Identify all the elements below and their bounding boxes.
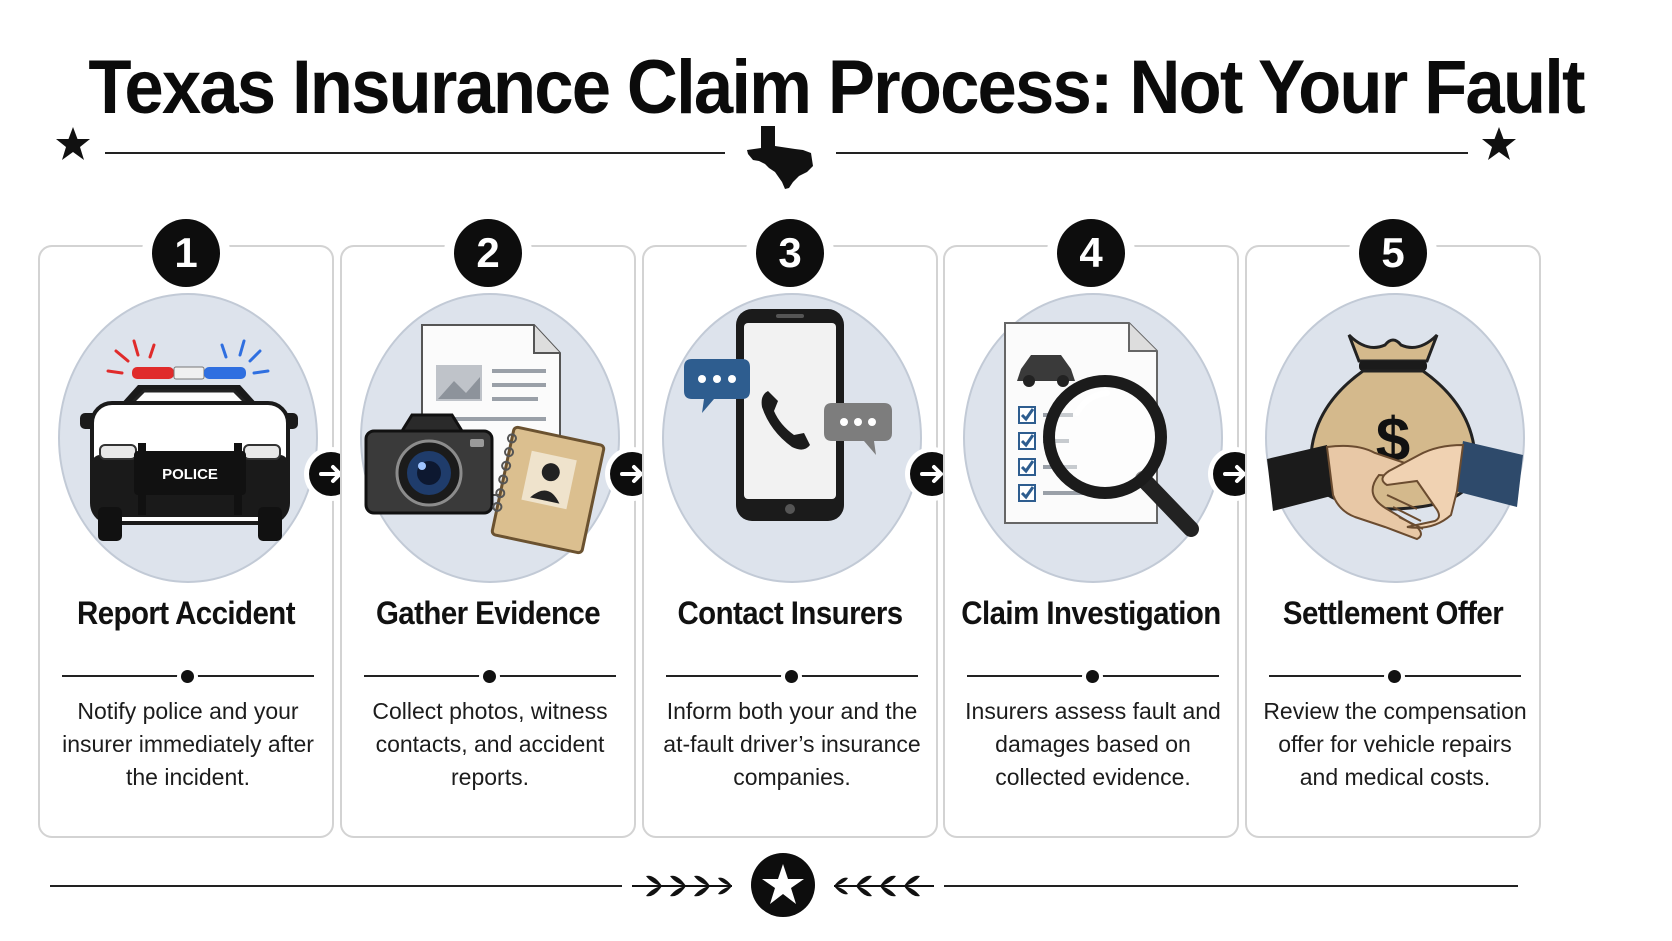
step-description: Inform both your and the at-fault driver… <box>663 698 921 790</box>
step-number-badge: 5 <box>1359 219 1427 287</box>
step-divider <box>364 668 616 684</box>
step-description: Insurers assess fault and damages based … <box>965 698 1221 790</box>
police-car-icon: POLICE <box>80 339 298 541</box>
step-title: Gather Evidence <box>375 595 601 631</box>
step-illustration-circle: $ <box>1265 293 1525 583</box>
laurel-left-icon <box>632 875 732 897</box>
step-number-badge: 1 <box>152 219 220 287</box>
header-rule-left <box>105 152 725 154</box>
laurel-right-icon <box>834 875 934 897</box>
step-card-3: 3 Contact Insurers Inform both your and … <box>642 219 938 838</box>
police-label: POLICE <box>162 466 218 483</box>
footer-star-badge-icon <box>751 853 815 917</box>
step-title: Report Accident <box>76 595 296 631</box>
step-illustration-circle <box>963 293 1223 583</box>
step-number-badge: 2 <box>454 219 522 287</box>
step-description: Notify police and your insurer immediate… <box>62 698 314 790</box>
footer-rule-left <box>50 885 622 887</box>
step-description: Review the compensation offer for vehicl… <box>1263 698 1527 790</box>
camera-and-notebook-icon <box>364 324 606 555</box>
star-icon-right <box>1482 127 1516 160</box>
step-card-2: 2 Gather Evidence Coll <box>340 219 636 838</box>
step-card-5: 5 $ Settlement Offer Review the compensa… <box>1245 219 1541 838</box>
step-divider <box>666 668 918 684</box>
footer-rule-right <box>944 885 1518 887</box>
step-card-4: 4 Claim Investigation Insurers assess fa… <box>943 219 1239 838</box>
page-title: Texas Insurance Claim Process: Not Your … <box>88 45 1585 130</box>
header-rule-right <box>836 152 1468 154</box>
step-divider <box>1269 668 1521 684</box>
magnifier-report-icon <box>1004 322 1199 537</box>
step-divider <box>62 668 314 684</box>
money-bag-handshake-icon: $ <box>1267 333 1523 541</box>
step-title: Claim Investigation <box>961 595 1221 631</box>
texas-map-icon <box>747 126 813 189</box>
star-icon-left <box>56 127 90 160</box>
step-number-badge: 4 <box>1057 219 1125 287</box>
phone-call-icon <box>684 309 892 521</box>
step-illustration-circle <box>662 293 922 583</box>
step-illustration-circle <box>360 293 620 583</box>
step-title: Settlement Offer <box>1282 595 1504 631</box>
step-title: Contact Insurers <box>677 595 903 631</box>
step-card-1: 1 POLICE Report Ac <box>38 219 334 838</box>
step-description: Collect photos, witness contacts, and ac… <box>372 698 608 790</box>
step-illustration-circle: POLICE <box>58 293 318 583</box>
step-number-badge: 3 <box>756 219 824 287</box>
step-divider <box>967 668 1219 684</box>
